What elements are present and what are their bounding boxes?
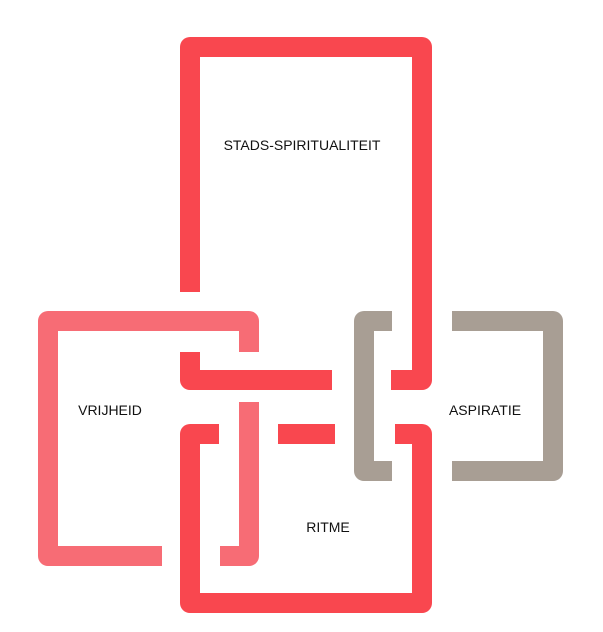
stads-frame-main — [180, 37, 432, 390]
stads-frame-lower-left — [180, 352, 332, 390]
label-stads-spiritualiteit: STADS-SPIRITUALITEIT — [223, 137, 381, 153]
vrijheid-frame-right — [220, 402, 259, 566]
ritme-frame-main — [180, 424, 432, 613]
label-ritme: RITME — [306, 519, 350, 535]
label-aspiratie: ASPIRATIE — [448, 402, 522, 418]
label-vrijheid: VRIJHEID — [78, 402, 142, 418]
vrijheid-frame-main — [38, 311, 259, 566]
aspiratie-bracket-left — [354, 311, 392, 481]
aspiratie-bracket-right — [452, 311, 563, 481]
